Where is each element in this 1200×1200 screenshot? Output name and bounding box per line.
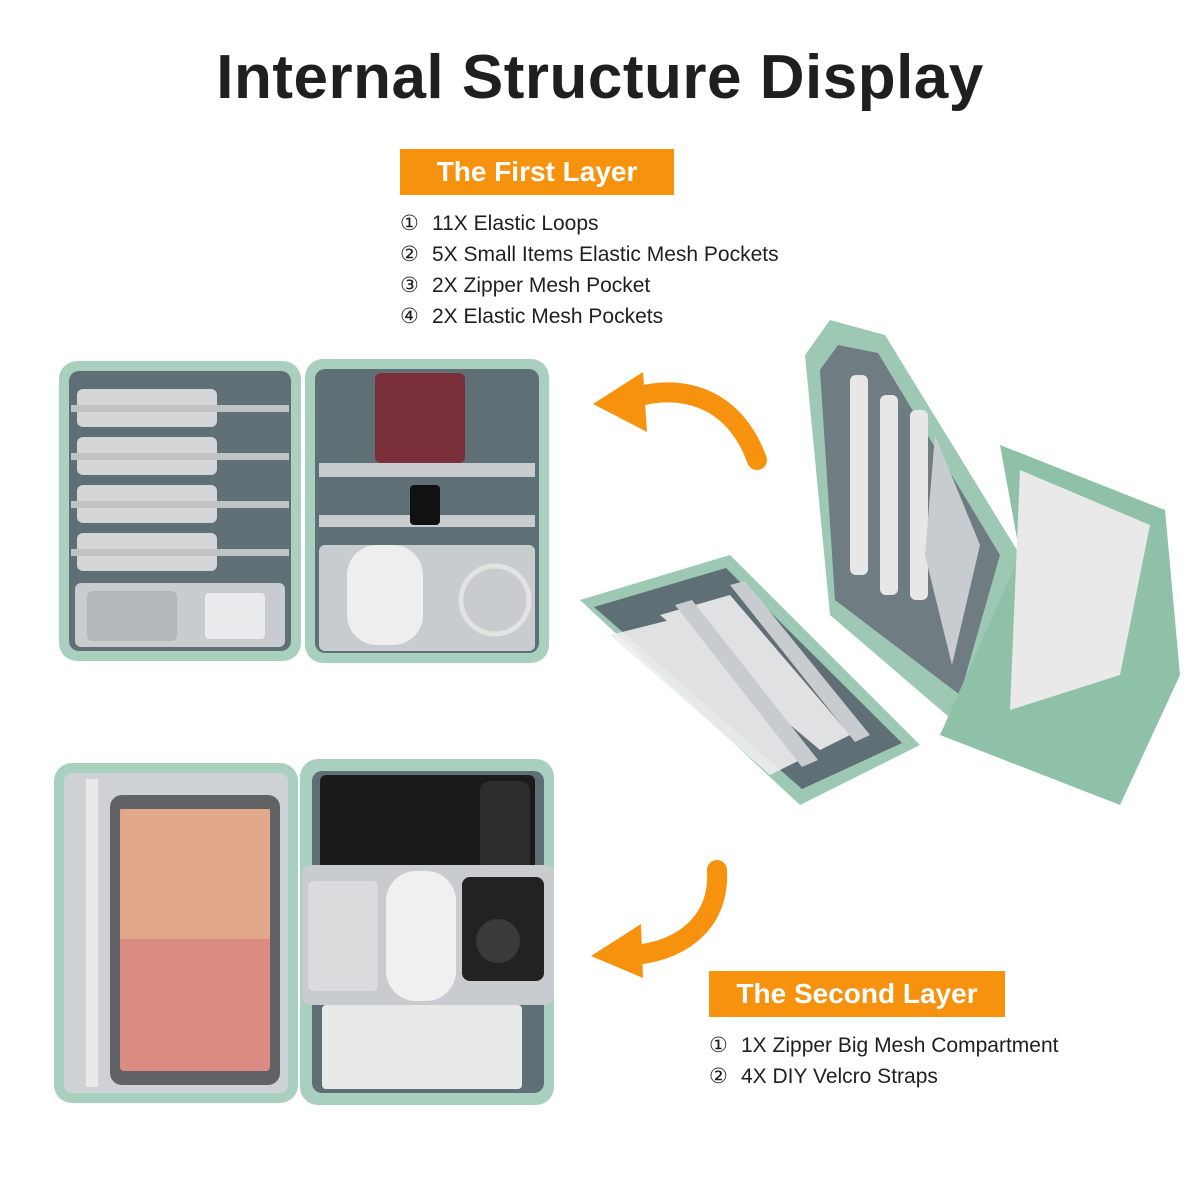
curved-arrow-left-icon — [593, 372, 767, 470]
page-title: Internal Structure Display — [216, 43, 984, 112]
second-layer-badge: The Second Layer — [709, 971, 1005, 1017]
first-layer-badge: The First Layer — [400, 149, 674, 195]
first-layer-case-image — [59, 359, 549, 663]
curved-arrow-down-left-icon — [591, 860, 728, 978]
case-3d-view-image — [580, 320, 1180, 805]
second-layer-case-image — [54, 759, 554, 1105]
